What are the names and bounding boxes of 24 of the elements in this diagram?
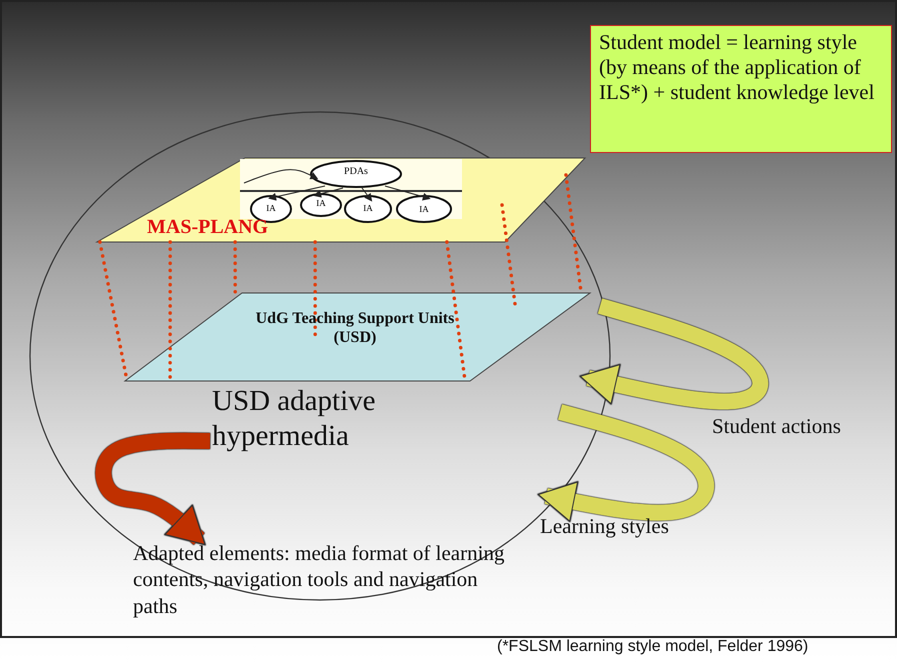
arrow bbox=[361, 188, 372, 202]
agent-label: IA bbox=[362, 203, 374, 214]
note-text: Student model = learning style (by means of the application of ILS*) + student knowledge level bbox=[599, 30, 876, 106]
arrow bbox=[268, 186, 326, 201]
dotted-line bbox=[500, 203, 517, 307]
dotted-line bbox=[313, 240, 317, 337]
edge-label: Learning styles bbox=[540, 514, 669, 539]
arrow bbox=[313, 188, 344, 198]
footnote: (*FSLSM learning style model, Felder 1996) bbox=[497, 638, 808, 656]
agent-label: IA bbox=[315, 198, 327, 209]
plane-label: UdG Teaching Support Units (USD) bbox=[255, 309, 455, 348]
curved-arrow bbox=[95, 432, 210, 545]
curved-arrow bbox=[538, 404, 714, 522]
agent-label: IA bbox=[265, 203, 277, 214]
note-box bbox=[590, 25, 892, 153]
arrow bbox=[244, 169, 318, 184]
agent-label: PDAs bbox=[343, 166, 369, 178]
arrow bbox=[384, 186, 431, 201]
agent-label: IA bbox=[418, 204, 430, 215]
edge-label: Student actions bbox=[712, 414, 841, 439]
dotted-line bbox=[233, 240, 237, 295]
curved-arrow bbox=[580, 298, 768, 410]
title-text: USD adaptive hypermedia bbox=[212, 384, 376, 454]
plane-label: MAS-PLANG bbox=[147, 215, 270, 239]
